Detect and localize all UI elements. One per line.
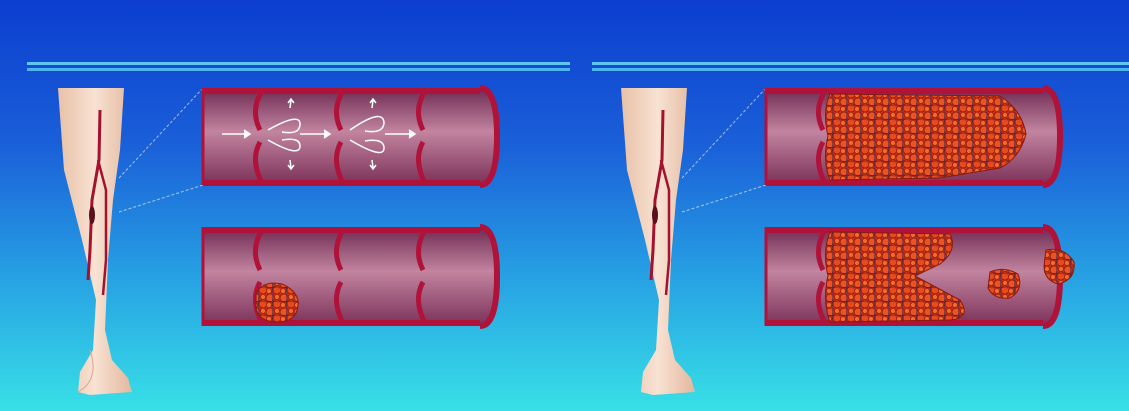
blood-clot-embolus: [988, 269, 1020, 298]
blood-clot-large: [825, 94, 1026, 180]
leg-illustration-left: [58, 88, 132, 395]
zoom-lines-right: [682, 88, 766, 212]
vein-normal-flow: [203, 88, 497, 186]
leg-illustration-right: [621, 88, 695, 395]
blood-clot-embolus-exiting: [1044, 249, 1074, 284]
vein-embolizing-clot: [766, 227, 1074, 326]
zoom-lines-left: [119, 88, 203, 212]
vein-early-clot: [203, 227, 497, 326]
vein-occlusive-clot: [766, 88, 1060, 186]
